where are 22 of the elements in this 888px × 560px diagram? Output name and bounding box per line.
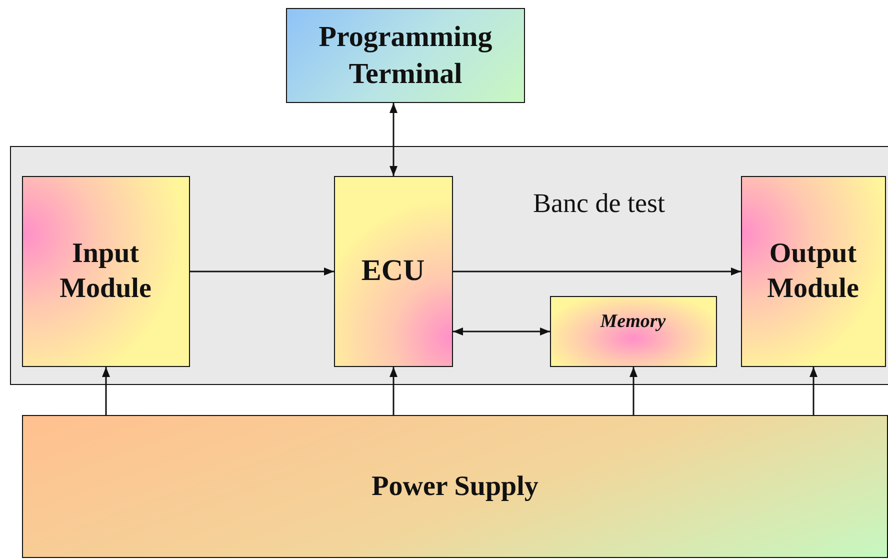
arrow xyxy=(630,367,638,415)
block-label: Programming Terminal xyxy=(318,20,494,92)
arrow xyxy=(390,367,398,415)
block-box xyxy=(286,8,525,103)
block-label: Power Supply xyxy=(372,470,538,504)
test-bench-panel xyxy=(10,146,888,385)
block-box xyxy=(334,176,452,366)
arrow xyxy=(453,268,741,276)
arrow xyxy=(453,328,550,336)
arrow xyxy=(390,103,398,176)
block-label: Memory xyxy=(600,310,666,334)
arrow xyxy=(810,367,818,415)
block-label: Input Module xyxy=(58,237,152,306)
arrow xyxy=(190,268,334,276)
arrow xyxy=(102,367,110,415)
block-box xyxy=(22,176,190,366)
block-box xyxy=(22,415,888,558)
block-box xyxy=(740,176,886,366)
block-box xyxy=(550,296,716,366)
block-label: Output Module xyxy=(766,237,860,306)
block-label: ECU xyxy=(361,253,425,290)
panel-label: Banc de test xyxy=(532,187,666,220)
